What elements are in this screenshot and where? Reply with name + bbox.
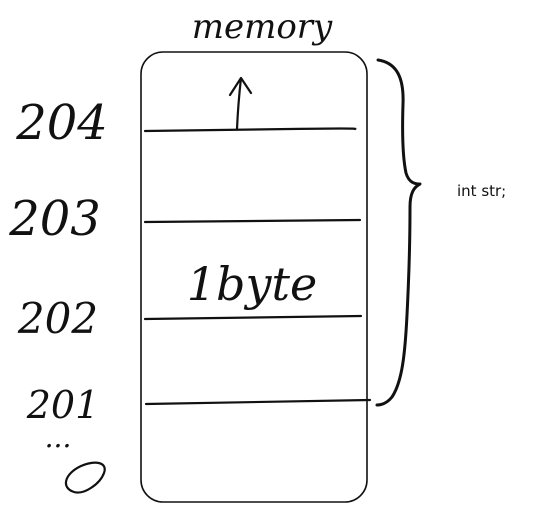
address-ellipsis: ...: [45, 421, 72, 454]
diagram-title: memory: [192, 7, 333, 47]
address-label-203: 203: [8, 191, 101, 247]
cell-divider-3: [143, 314, 363, 321]
address-label-204: 204: [15, 95, 108, 151]
up-arrow-icon: [228, 76, 253, 131]
right-brace: [375, 58, 422, 407]
cell-divider-1: [143, 127, 357, 133]
oval-scribble: [64, 461, 106, 494]
cell-label: 1byte: [187, 257, 317, 311]
cell-divider-2: [143, 218, 362, 224]
cell-divider-4: [144, 398, 372, 406]
memory-block: [140, 51, 368, 503]
brace-label: int str;: [457, 182, 506, 200]
address-label-201: 201: [26, 383, 100, 427]
address-label-202: 202: [17, 294, 98, 343]
